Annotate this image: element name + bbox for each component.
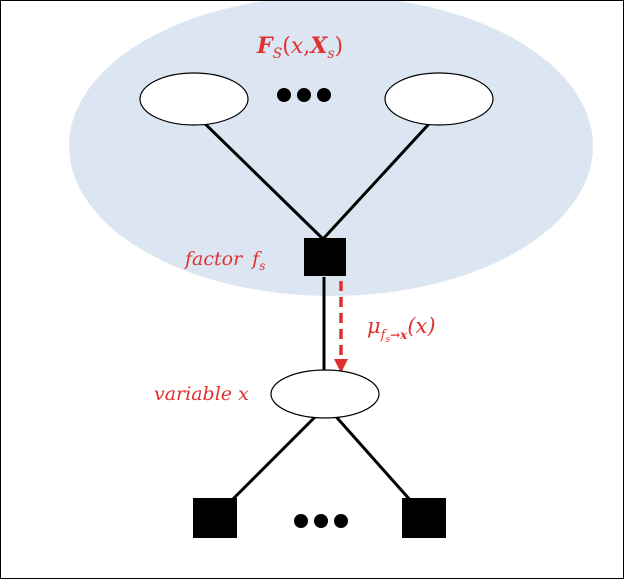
edge-variable-to-left-factor [229,409,323,503]
variable-label: variable x [154,383,249,405]
bottom-factor-node-right [402,498,446,538]
neighborhood-set-label: FS(x,Xs) [256,33,343,62]
edge-left-variable-to-factor [192,111,325,241]
neighbor-variable-node-right [384,72,494,126]
bottom-factor-node-left [193,498,237,538]
edge-right-variable-to-factor [321,111,441,241]
ellipsis-dots-bottom [294,514,348,528]
neighbor-variable-node-left [139,72,249,126]
edge-variable-to-right-factor [329,410,413,502]
factor-node [304,238,346,276]
variable-node-x [270,369,380,419]
ellipsis-dots-top [277,88,331,102]
message-arrow-head [334,359,348,373]
message-label: μfs→x(x) [367,314,436,345]
